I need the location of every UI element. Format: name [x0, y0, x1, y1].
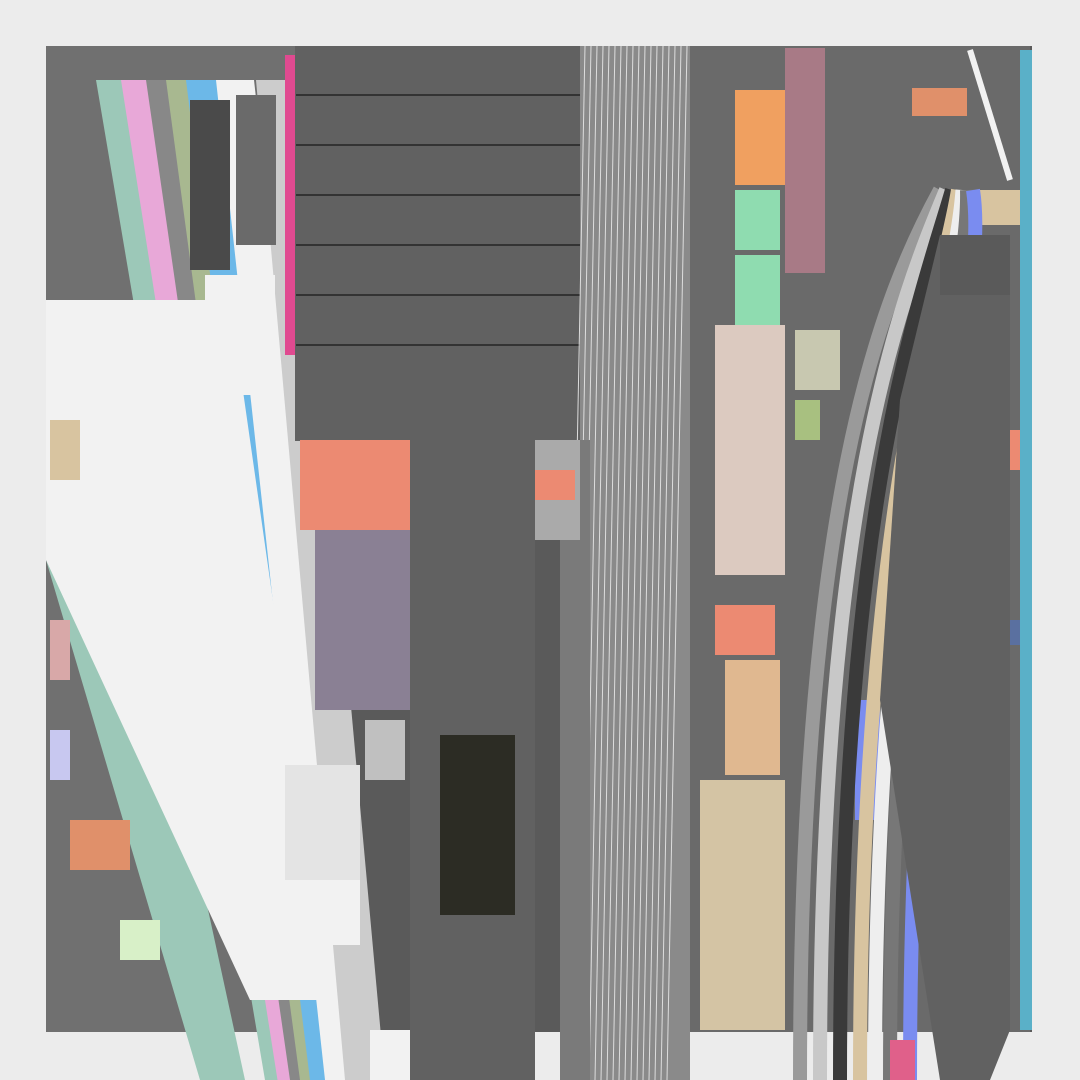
district-tile: [715, 605, 775, 655]
rail-track: [648, 45, 670, 1080]
district-tile: [785, 48, 825, 273]
rail-track: [612, 45, 634, 1080]
district-tile: [735, 255, 780, 325]
district-tile: [735, 90, 785, 185]
district-tile: [70, 820, 130, 870]
rail-track: [666, 45, 688, 1080]
right-road: [880, 235, 1010, 1080]
district-tile: [236, 95, 276, 245]
curved-rail: [967, 49, 1013, 181]
rail-track: [594, 45, 616, 1080]
district-tile: [50, 420, 80, 480]
road-strip: [285, 55, 295, 355]
district-tile: [700, 780, 785, 1030]
rail-track: [636, 45, 658, 1080]
district-tile: [50, 730, 70, 780]
edge-strip: [1020, 50, 1032, 1030]
track-block: [440, 735, 515, 915]
platform-block: [240, 715, 310, 735]
district-tile: [912, 88, 967, 116]
curved-rail: [793, 186, 947, 1080]
rail-track: [654, 45, 676, 1080]
rail-track: [618, 45, 640, 1080]
district-tile: [795, 400, 820, 440]
rail-track: [600, 45, 622, 1080]
rail-track: [642, 45, 664, 1080]
district-tile: [365, 720, 405, 780]
district-tile: [300, 440, 410, 530]
rail-track: [588, 45, 610, 1080]
rail-corridor: [46, 300, 330, 1000]
curved-rail: [813, 187, 953, 1080]
district-tile: [535, 470, 575, 500]
district-tile: [735, 190, 780, 250]
district-tile: [725, 660, 780, 775]
rail-track: [660, 45, 682, 1080]
station-block: [280, 880, 360, 945]
rail-bundle: [560, 440, 590, 1080]
platform-block: [205, 275, 275, 395]
road-segment: [940, 235, 1010, 295]
central-yard: [295, 46, 580, 441]
district-tile: [890, 1040, 915, 1080]
district-tile: [315, 530, 410, 710]
district-tile: [50, 620, 70, 680]
curved-rail: [833, 188, 959, 1080]
district-tile: [120, 920, 160, 960]
rail-track: [630, 45, 652, 1080]
district-tile: [715, 325, 785, 575]
district-tile: [190, 100, 230, 270]
district-tile: [795, 330, 840, 390]
rail-track: [606, 45, 628, 1080]
rail-track: [624, 45, 646, 1080]
